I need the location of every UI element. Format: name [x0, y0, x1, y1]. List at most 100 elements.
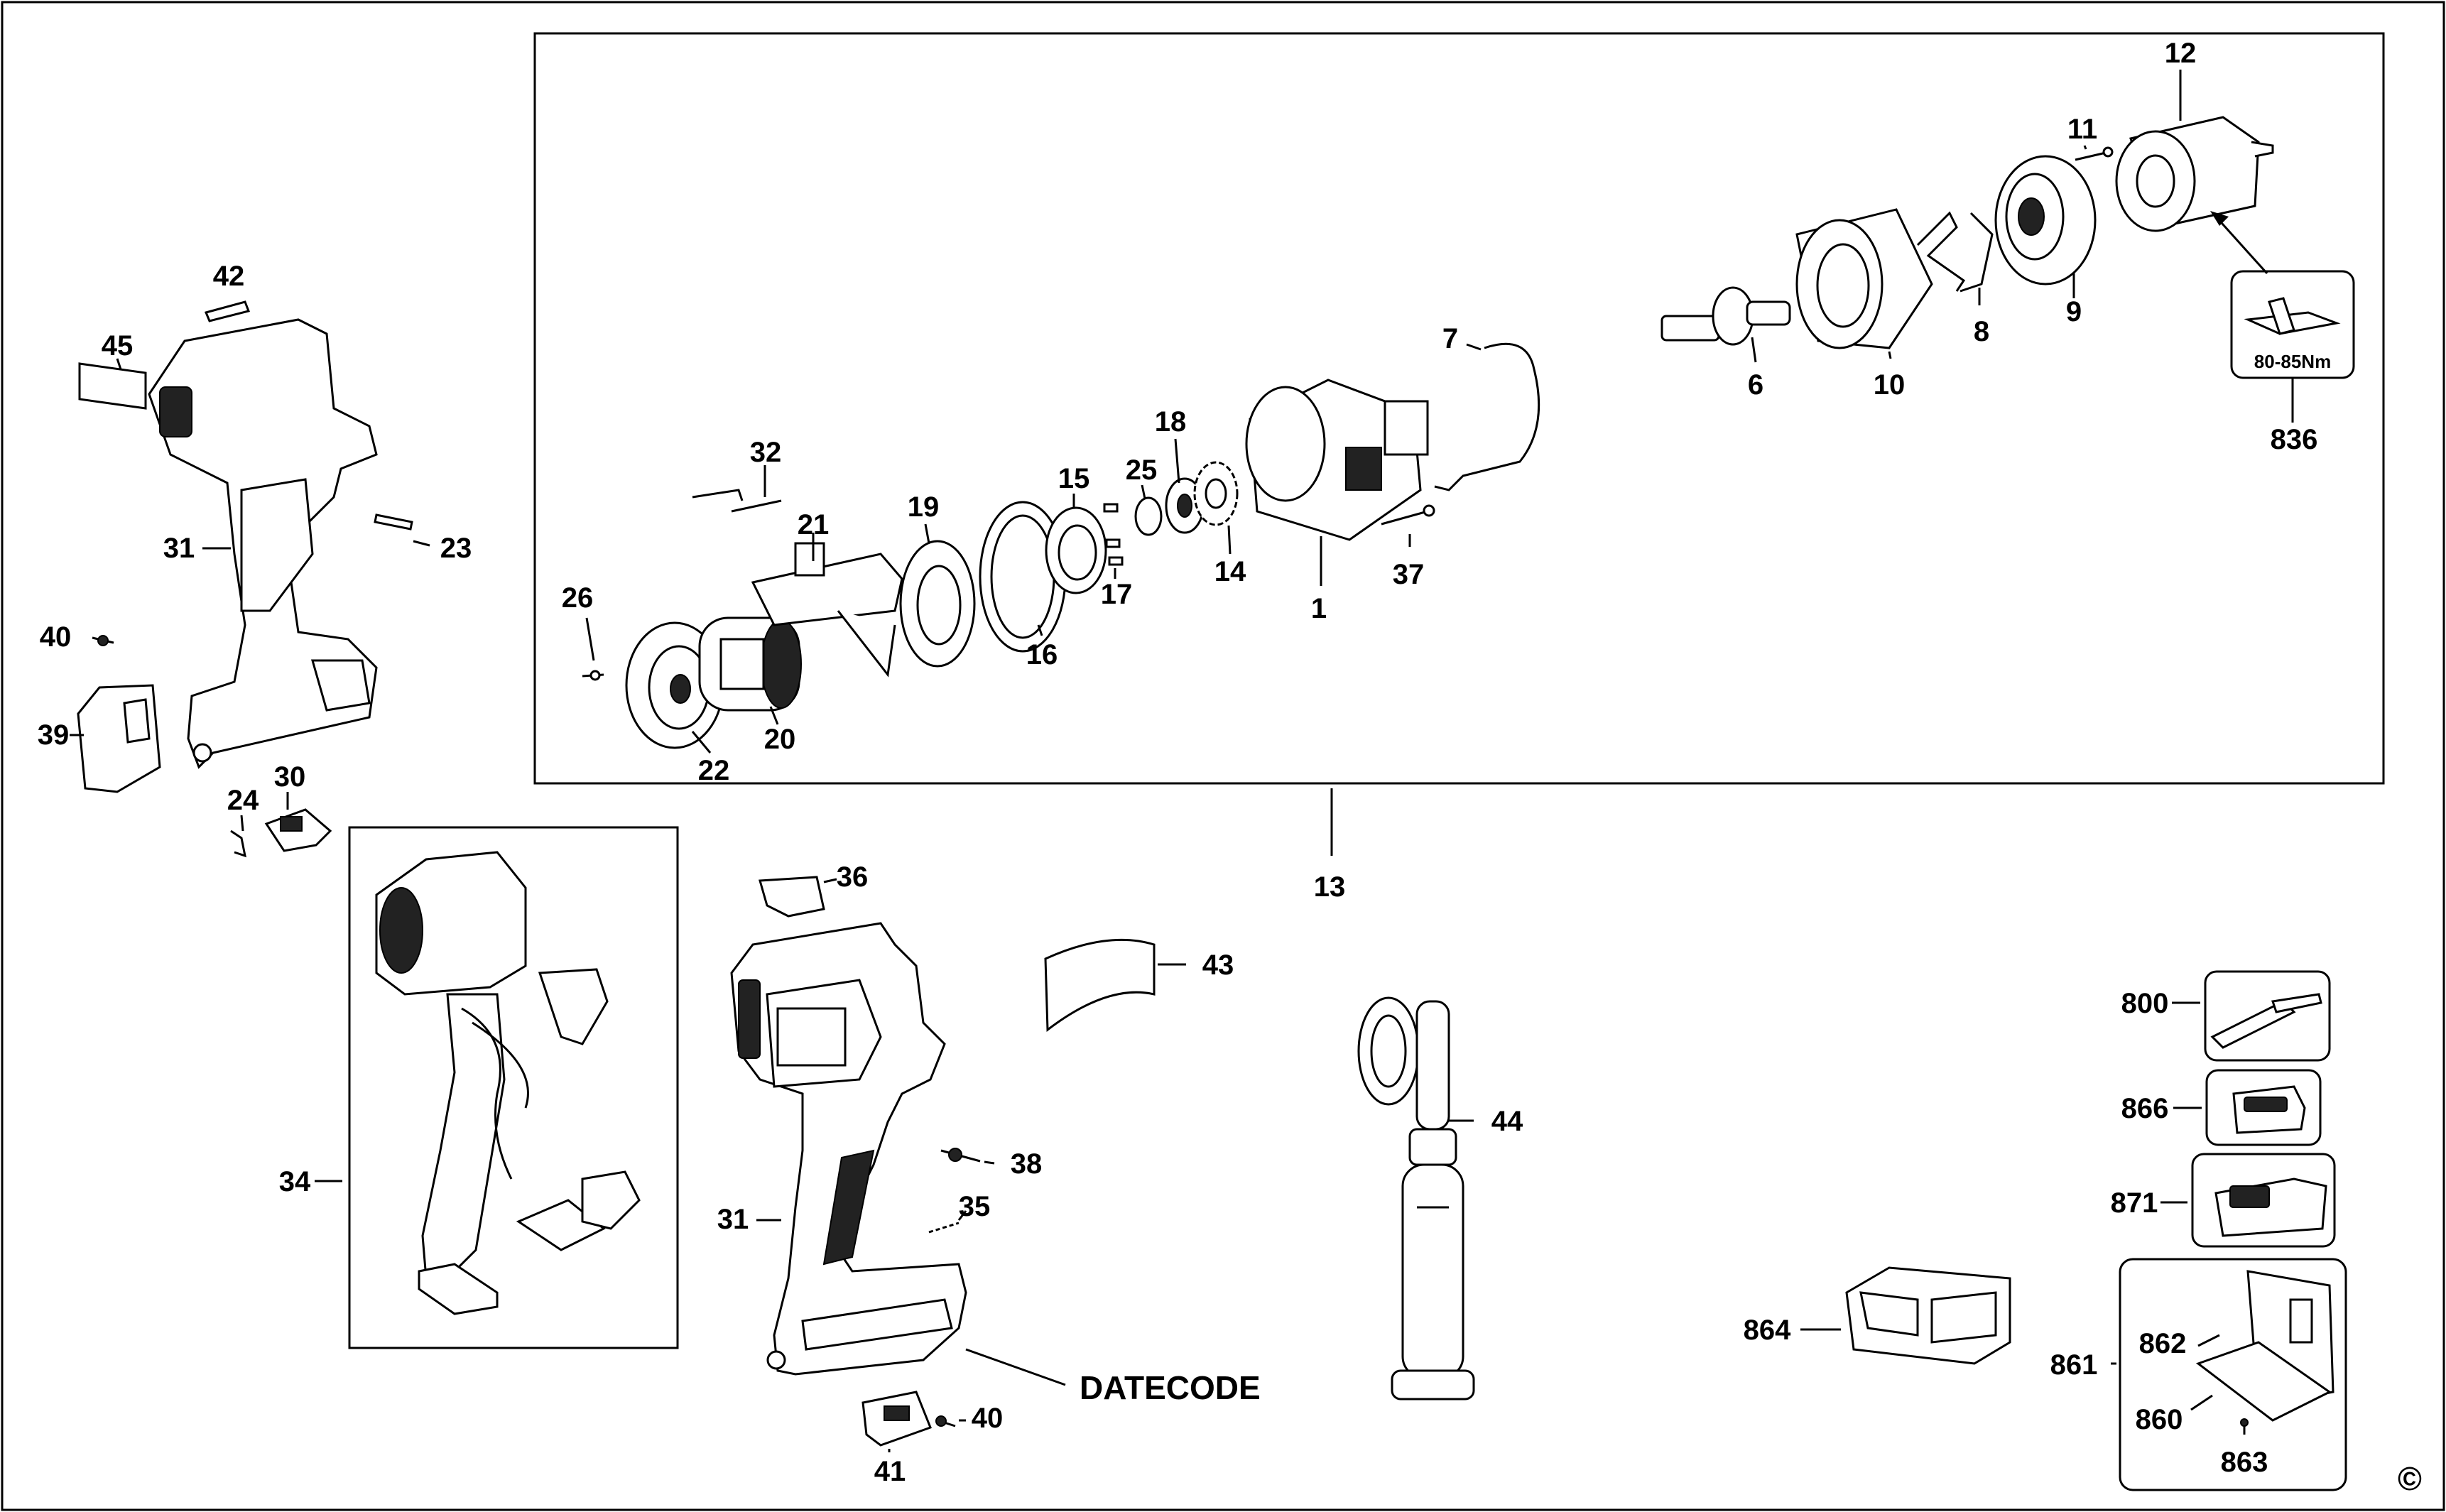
label-31-top: 31 — [163, 533, 195, 564]
part-1-gear-housing — [1245, 379, 1429, 541]
part-44-side-handle — [1357, 996, 1475, 1400]
label-836: 836 — [2271, 424, 2318, 455]
part-18-sun-gear — [1165, 477, 1205, 534]
part-20-motor — [698, 616, 802, 712]
part-9-mode-ring — [1994, 155, 2097, 285]
box-871 — [2191, 1153, 2336, 1248]
part-19-gear-carrier — [899, 540, 976, 668]
part-866-battery — [2232, 1085, 2306, 1134]
box-866 — [2205, 1069, 2322, 1146]
label-26: 26 — [562, 582, 594, 614]
part-36-cap — [759, 876, 825, 918]
part-17-pins — [1103, 503, 1124, 566]
label-24: 24 — [227, 785, 259, 816]
part-41-battery-latch — [861, 1391, 932, 1447]
part-862-latch — [2197, 1334, 2220, 1347]
label-23: 23 — [440, 533, 472, 564]
part-15-ring — [1045, 506, 1107, 594]
part-32-clips — [692, 489, 782, 513]
part-864-case-insert — [1845, 1266, 2011, 1365]
label-863: 863 — [2221, 1447, 2268, 1478]
part-871-charger — [2214, 1177, 2327, 1237]
label-7: 7 — [1442, 323, 1458, 354]
part-12-chuck — [2115, 116, 2274, 232]
label-19: 19 — [908, 491, 940, 523]
motor-wiring-assembly-frame — [348, 826, 679, 1349]
part-8-springs — [1916, 211, 1994, 293]
part-37-screw — [1381, 504, 1435, 526]
label-39: 39 — [38, 719, 70, 751]
label-14: 14 — [1214, 556, 1246, 587]
part-25-washer — [1134, 496, 1163, 536]
label-35: 35 — [959, 1191, 991, 1222]
label-16: 16 — [1026, 639, 1058, 670]
label-30: 30 — [274, 761, 306, 793]
part-40-screw-left — [92, 635, 114, 646]
label-871: 871 — [2111, 1187, 2158, 1219]
box-861 — [2119, 1258, 2347, 1491]
label-45: 45 — [102, 330, 134, 361]
part-6-spindle — [1660, 286, 1791, 346]
label-9: 9 — [2066, 296, 2082, 327]
part-7-clip — [1434, 342, 1540, 491]
label-41: 41 — [874, 1456, 906, 1487]
label-25: 25 — [1126, 455, 1158, 486]
label-866: 866 — [2121, 1093, 2169, 1124]
part-21-bracket — [751, 542, 903, 678]
box-800 — [2204, 970, 2331, 1062]
label-8: 8 — [1974, 316, 1989, 347]
label-18: 18 — [1155, 406, 1187, 437]
label-36: 36 — [837, 861, 869, 893]
label-22: 22 — [698, 755, 730, 786]
label-32: 32 — [750, 437, 782, 468]
label-10: 10 — [1874, 369, 1906, 401]
label-43: 43 — [1202, 950, 1234, 981]
label-12: 12 — [2165, 38, 2197, 69]
label-11: 11 — [2067, 114, 2097, 145]
torque-tool-icon — [2244, 297, 2341, 335]
part-861-carry-case — [2195, 1270, 2334, 1422]
copyright-mark: © — [2398, 1460, 2422, 1497]
part-800-bit — [2210, 993, 2322, 1049]
part-34-motor-wiring-assembly — [375, 851, 641, 1315]
part-26-screw — [582, 670, 604, 681]
label-34: 34 — [279, 1166, 311, 1197]
gearbox-assembly-frame — [533, 32, 2385, 785]
part-31-housing-half-left — [148, 318, 378, 769]
label-861: 861 — [2050, 1349, 2098, 1381]
part-40-screw-center — [935, 1415, 956, 1427]
part-35-label — [928, 1222, 960, 1234]
datecode-label: DATECODE — [1080, 1369, 1261, 1406]
part-30-switch-cover — [264, 808, 332, 852]
label-13: 13 — [1314, 871, 1346, 903]
label-6: 6 — [1748, 369, 1763, 401]
label-31-center: 31 — [717, 1204, 749, 1235]
label-21: 21 — [798, 509, 830, 540]
label-20: 20 — [764, 724, 796, 755]
part-23-pin — [374, 513, 413, 531]
label-44: 44 — [1491, 1106, 1523, 1137]
part-38-screw — [940, 1148, 981, 1163]
label-40-center: 40 — [972, 1403, 1004, 1434]
part-14-star-washer — [1193, 461, 1239, 526]
label-15: 15 — [1058, 463, 1090, 494]
part-24-spring — [230, 830, 246, 858]
label-37: 37 — [1393, 559, 1425, 590]
label-17: 17 — [1101, 579, 1133, 610]
label-860: 860 — [2136, 1404, 2183, 1435]
part-42-label — [204, 300, 251, 322]
part-45-label — [78, 362, 147, 410]
part-11-screw — [2075, 146, 2114, 161]
part-39-belt-clip — [77, 684, 161, 793]
part-10-clutch-sleeve — [1795, 208, 1933, 349]
label-42: 42 — [213, 261, 245, 292]
label-40-left: 40 — [40, 621, 72, 653]
part-31-housing-half-right — [730, 922, 967, 1376]
label-864: 864 — [1744, 1315, 1791, 1346]
label-800: 800 — [2121, 988, 2169, 1019]
part-863-pin — [2240, 1418, 2249, 1435]
torque-value: 80-85Nm — [2254, 351, 2331, 372]
part-43-label-sheet — [1044, 938, 1156, 1032]
